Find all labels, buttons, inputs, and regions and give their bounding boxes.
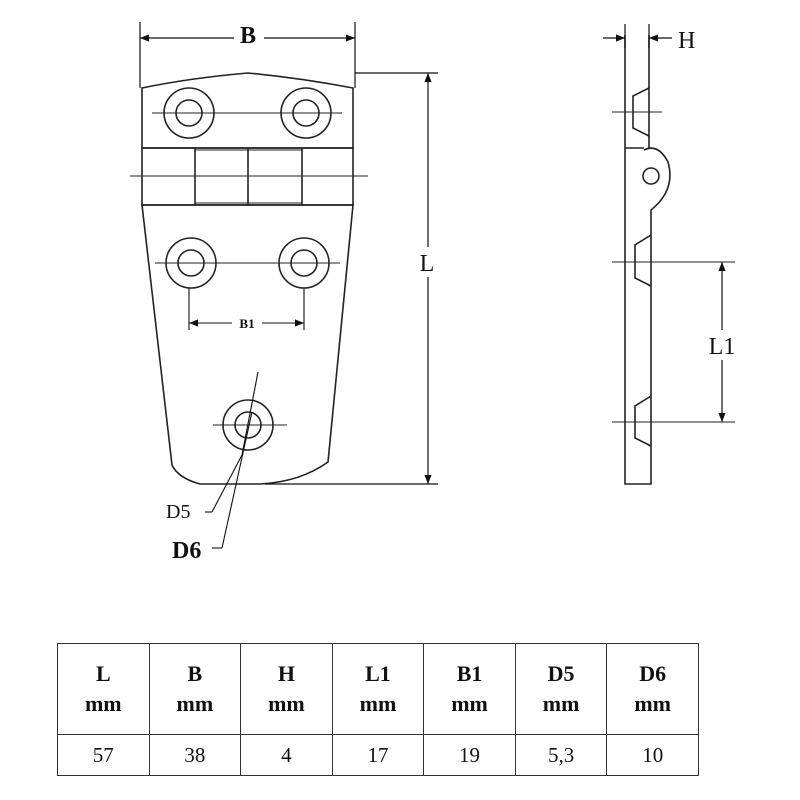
value-cell-l1: 17 xyxy=(331,734,425,776)
dimension-b1-label: B1 xyxy=(239,316,254,331)
front-view xyxy=(141,72,354,485)
value-cell-d6: 10 xyxy=(606,734,699,776)
value-cell-b1: 19 xyxy=(423,734,516,776)
hole-bottom xyxy=(222,399,274,451)
pin-hole xyxy=(642,167,660,185)
side-view xyxy=(624,35,671,485)
value-cell-d5: 5,3 xyxy=(514,734,608,776)
value-cell-h: 4 xyxy=(240,734,333,776)
d5-d6-leaders xyxy=(205,371,259,549)
hole-top-left xyxy=(163,87,215,139)
value-cell-l: 57 xyxy=(57,734,150,776)
value-cell-b: 38 xyxy=(148,734,242,776)
hole-mid-left xyxy=(165,237,217,289)
dimension-b-label: B xyxy=(240,23,256,49)
dimension-l1-label: L1 xyxy=(709,334,736,360)
side-profile xyxy=(624,35,671,485)
spec-table-value-row: 57 38 4 17 19 5,3 10 xyxy=(57,734,699,776)
d5-label: D5 xyxy=(166,501,190,523)
d6-label: D6 xyxy=(172,538,201,564)
top-leaf-outline xyxy=(141,72,354,149)
dimension-l-label: L xyxy=(420,251,435,277)
dimension-h xyxy=(603,24,672,48)
hole-top-right xyxy=(280,87,332,139)
dimension-h-label: H xyxy=(678,28,695,54)
bottom-leaf-outline xyxy=(141,204,354,485)
dimension-l xyxy=(265,72,438,485)
